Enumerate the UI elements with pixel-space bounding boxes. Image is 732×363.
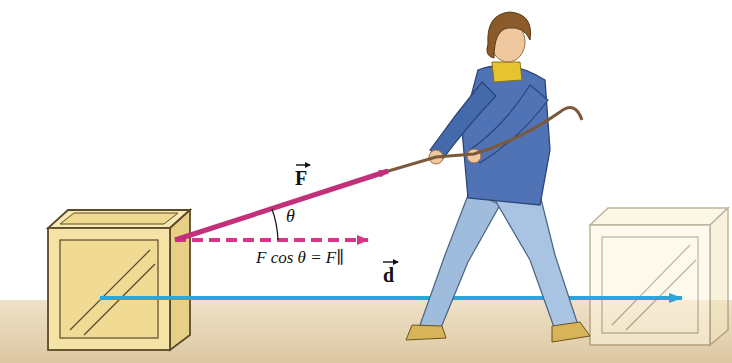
rope [385,108,582,173]
component-label: F cos θ = F∥ [256,249,344,268]
displacement-arrow [100,296,682,300]
force-label: F [295,167,307,189]
crate-final [590,208,728,345]
vector-mark [296,164,310,165]
vector-mark [383,261,398,262]
person-pulling [406,12,590,342]
component-arrow [175,238,368,242]
angle-label: θ [286,207,295,227]
force-arrow [175,171,388,240]
displacement-label: d [383,264,394,286]
angle-arc [272,209,278,240]
crate-initial [48,210,190,350]
